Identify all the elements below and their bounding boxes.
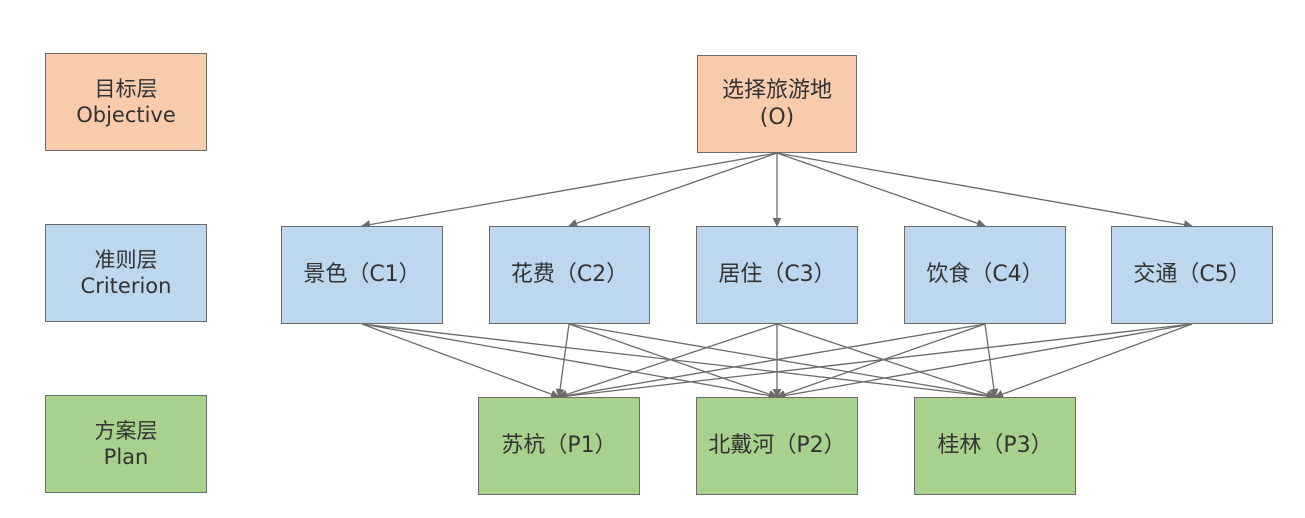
plan-node-p1: 苏杭（P1） xyxy=(478,397,640,495)
legend-plan: 方案层 Plan xyxy=(45,395,207,493)
criterion-label: 交通（C5） xyxy=(1133,262,1251,288)
criterion-label: 景色（C1） xyxy=(303,262,421,288)
arrow-c3-to-p1 xyxy=(558,323,778,399)
arrow-c5-to-p1 xyxy=(558,323,1193,401)
arrow-objective-to-c4 xyxy=(776,152,986,228)
criterion-node-c3: 居住（C3） xyxy=(696,226,858,324)
criterion-label: 饮食（C4） xyxy=(926,262,1044,288)
arrow-objective-to-c2 xyxy=(568,152,778,228)
objective-node: 选择旅游地 (O) xyxy=(697,55,857,153)
arrow-c2-to-p1 xyxy=(555,323,570,398)
plan-node-p2: 北戴河（P2） xyxy=(696,397,858,495)
arrow-c1-to-p3 xyxy=(361,323,996,401)
arrow-c2-to-p2 xyxy=(568,323,778,399)
legend-criterion-zh: 准则层 xyxy=(94,247,158,272)
plan-label: 苏杭（P1） xyxy=(501,433,617,459)
arrow-objective-to-c5 xyxy=(776,152,1193,230)
criterion-node-c4: 饮食（C4） xyxy=(904,226,1066,324)
arrow-objective-to-c1 xyxy=(361,152,778,230)
arrow-c5-to-p3 xyxy=(994,323,1193,399)
plan-label: 桂林（P3） xyxy=(937,433,1053,459)
legend-plan-en: Plan xyxy=(103,445,149,469)
arrow-c4-to-p3 xyxy=(984,323,999,398)
criterion-node-c2: 花费（C2） xyxy=(489,226,650,324)
arrow-c1-to-p1 xyxy=(361,323,560,399)
legend-criterion: 准则层 Criterion xyxy=(45,224,207,322)
arrow-c4-to-p1 xyxy=(558,323,986,401)
criterion-label: 花费（C2） xyxy=(510,262,629,288)
legend-criterion-en: Criterion xyxy=(80,274,172,298)
objective-label: 选择旅游地 xyxy=(721,77,832,103)
legend-plan-zh: 方案层 xyxy=(94,418,158,443)
arrow-c2-to-p3 xyxy=(568,323,996,401)
arrow-c3-to-p3 xyxy=(776,323,996,399)
arrow-c1-to-p2 xyxy=(361,323,778,401)
criterion-node-c5: 交通（C5） xyxy=(1111,226,1273,324)
legend-objective-en: Objective xyxy=(76,103,176,127)
plan-label: 北戴河（P2） xyxy=(708,433,846,459)
arrow-c5-to-p2 xyxy=(776,323,1193,401)
plan-node-p3: 桂林（P3） xyxy=(914,397,1076,495)
legend-objective-zh: 目标层 xyxy=(94,76,158,101)
legend-objective: 目标层 Objective xyxy=(45,53,207,151)
criterion-label: 居住（C3） xyxy=(718,262,836,288)
criterion-node-c1: 景色（C1） xyxy=(281,226,443,324)
objective-code: (O) xyxy=(759,105,795,130)
